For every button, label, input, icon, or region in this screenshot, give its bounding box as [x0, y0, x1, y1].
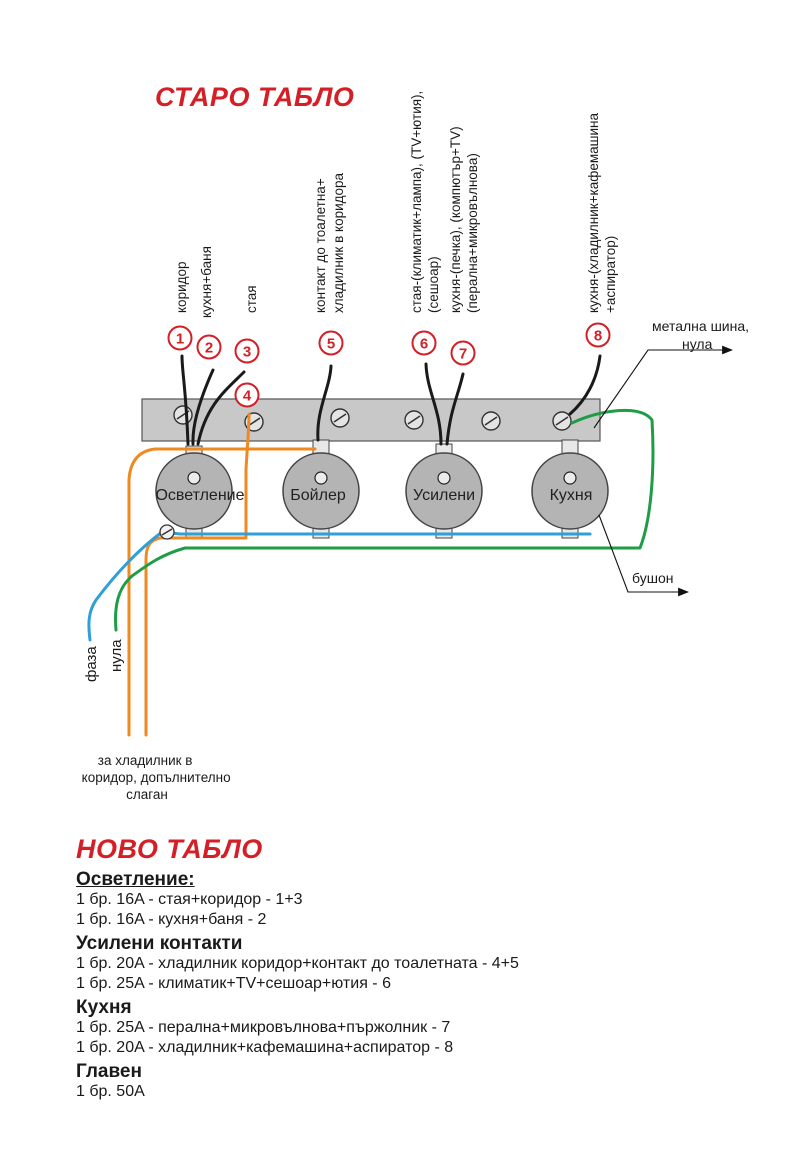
wire-8: [568, 354, 602, 416]
wire-5: [316, 364, 333, 442]
circuit-number-4: 4: [234, 382, 260, 408]
group-heading: Усилени контакти: [76, 933, 243, 954]
circuit-label-2: кухня+баня: [199, 246, 214, 318]
wire-3: [196, 370, 246, 446]
circuit-label-3: стая: [244, 285, 259, 313]
group-heading: Кухня: [76, 997, 132, 1018]
circuit-label-8: кухня-(хладилник+кафемашина: [586, 113, 601, 313]
breaker-item: 1 бр. 25A - климатик+TV+сешоар+ютия - 6: [76, 975, 391, 992]
svg-text:1: 1: [176, 331, 184, 348]
circuit-label-7: (перална+микровълнова): [465, 153, 480, 313]
phase-label: фаза: [83, 646, 100, 682]
bus-screw: [173, 405, 193, 425]
old-panel-title: СТАРО ТАБЛО: [155, 82, 355, 112]
circuit-label-1: коридор: [174, 261, 189, 313]
callout-lines: [593, 345, 734, 597]
breaker-item: 1 бр. 20A - хладилник коридор+контакт до…: [76, 955, 519, 972]
circuit-number-2: 2: [196, 334, 222, 360]
fuse-callout: [598, 514, 690, 597]
bus-callout: [593, 345, 734, 429]
fuse-usileni: Усилени: [405, 443, 483, 539]
circuit-number-6: 6: [411, 330, 437, 356]
fuse-label: Кухня: [550, 487, 593, 504]
metal-bus-bar: [141, 398, 601, 442]
svg-text:4: 4: [243, 388, 252, 405]
fuse-callout-label: бушон: [632, 570, 673, 586]
circuit-number-1: 1: [167, 325, 193, 351]
circuit-number-7: 7: [450, 340, 476, 366]
bus-screw: [404, 410, 424, 430]
circuit-number-circles: 1 2 3 4 5 6 7 8: [167, 322, 611, 408]
circuit-number-3: 3: [234, 338, 260, 364]
svg-text:3: 3: [243, 344, 251, 361]
neutral-wire: [114, 408, 655, 632]
svg-text:6: 6: [420, 336, 428, 353]
bus-screw: [552, 411, 572, 431]
phase-terminal-screw: [159, 524, 175, 540]
circuit-wires: [180, 354, 602, 446]
bus-screw: [481, 411, 501, 431]
bus-screw: [330, 408, 350, 428]
wire-2: [191, 368, 215, 446]
circuit-label-5: хладилник в коридора: [331, 172, 346, 313]
circuit-number-5: 5: [318, 330, 344, 356]
circuit-label-6: стая-(климатик+лампа), (TV+ютия),: [409, 91, 424, 313]
new-panel-spec: Осветление:1 бр. 16A - стая+коридор - 1+…: [76, 866, 776, 1102]
fridge-wire: [127, 412, 317, 737]
circuit-label-7: кухня-(печка), (компютър+TV): [448, 126, 463, 313]
fuse-label: Усилени: [413, 487, 475, 504]
group-heading: Главен: [76, 1061, 142, 1082]
svg-text:5: 5: [327, 336, 335, 353]
circuit-label-8: +аспиратор): [603, 236, 618, 313]
breaker-item: 1 бр. 16A - стая+коридор - 1+3: [76, 891, 303, 908]
bus-label: метална шина, нула: [652, 318, 753, 352]
fuse-label: Бойлер: [290, 487, 346, 504]
breaker-item: 1 бр. 25A - перална+микровълнова+пържолн…: [76, 1019, 451, 1036]
wire-7: [445, 372, 465, 446]
fuse-osvetlenie: Осветление: [155, 445, 245, 539]
fuse-label: Осветление: [155, 487, 244, 504]
breaker-item: 1 бр. 16A - кухня+баня - 2: [76, 911, 267, 928]
new-panel-title: НОВО ТАБЛО: [76, 834, 263, 864]
wiring-diagram: Осветление Бойлер Усилени Кухня: [82, 91, 753, 802]
circuit-label-6: (сешоар): [426, 256, 441, 313]
fridge-note: за хладилник в коридор, допълнително сла…: [82, 753, 235, 802]
fuse-boiler: Бойлер: [282, 439, 360, 539]
svg-text:8: 8: [594, 328, 602, 345]
neutral-label: нула: [108, 639, 125, 672]
svg-text:7: 7: [459, 346, 467, 363]
phase-wire: [87, 530, 592, 642]
circuit-number-8: 8: [585, 322, 611, 348]
breaker-item: 1 бр. 20A - хладилник+кафемашина+аспират…: [76, 1039, 454, 1056]
circuit-label-5: контакт до тоалетна+: [313, 178, 328, 313]
group-heading: Осветление:: [76, 869, 195, 890]
wire-6: [424, 362, 443, 446]
circuit-labels: коридор кухня+баня стая контакт до тоалетна…: [174, 91, 618, 318]
wire-1: [180, 354, 190, 446]
breaker-item: 1 бр. 50A: [76, 1083, 145, 1100]
svg-text:2: 2: [205, 340, 213, 357]
fuse-kuhnya: Кухня: [531, 439, 609, 539]
